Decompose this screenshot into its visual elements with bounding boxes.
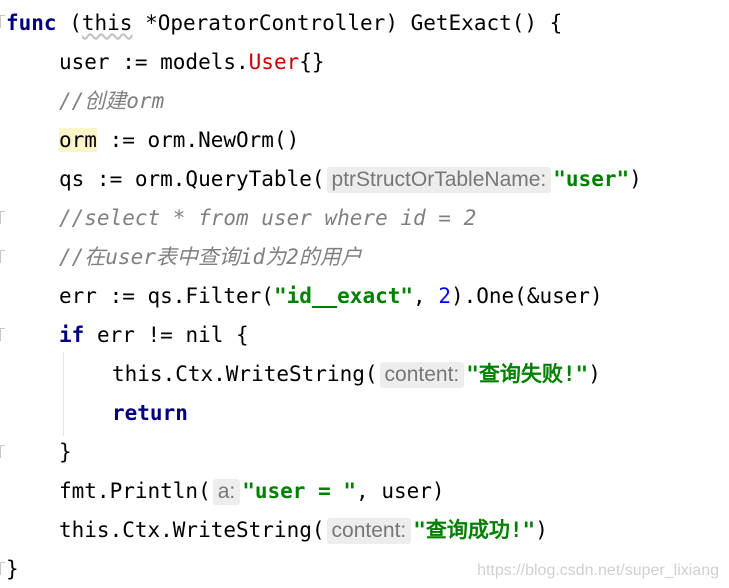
code-line-10[interactable]: this.Ctx.WriteString(content:"查询失败!") (112, 362, 601, 388)
number-literal: 2 (438, 284, 451, 308)
string-literal: "user = " (242, 479, 357, 503)
parameter-hint: ptrStructOrTableName: (326, 167, 552, 193)
fold-marker-icon[interactable] (0, 562, 5, 575)
code-line-15[interactable]: } (6, 557, 19, 581)
code-line-11[interactable]: return (112, 398, 188, 428)
code-line-7[interactable]: //在user表中查询id为2的用户 (59, 242, 362, 272)
fold-marker-icon[interactable] (0, 328, 5, 341)
fold-marker-icon[interactable] (0, 250, 5, 263)
indent-guide (63, 352, 64, 436)
string-literal: "id__exact" (273, 284, 414, 308)
code-line-3[interactable]: //创建orm (59, 86, 164, 116)
code-line-2[interactable]: user := models.User{} (59, 50, 325, 74)
fold-marker-icon[interactable] (0, 211, 5, 224)
comment: //创建orm (59, 89, 165, 113)
code-line-1[interactable]: func (this *OperatorController) GetExact… (6, 11, 563, 35)
code-line-13[interactable]: fmt.Println(a:"user = ", user) (59, 479, 445, 505)
code-line-12[interactable]: } (59, 440, 72, 464)
fold-marker-icon[interactable] (0, 445, 5, 458)
code-line-8[interactable]: err := qs.Filter("id__exact", 2).One(&us… (59, 284, 603, 308)
comment: //select * from user where id = 2 (59, 206, 477, 230)
parameter-hint: a: (212, 479, 241, 505)
string-literal: "user" (553, 167, 630, 191)
string-literal: "查询成功!" (413, 518, 536, 542)
highlighted-var-orm: orm (59, 128, 97, 152)
parameter-hint: content: (379, 362, 465, 388)
keyword-func: func (6, 11, 57, 35)
receiver-this: this (81, 11, 133, 35)
code-line-6[interactable]: //select * from user where id = 2 (59, 203, 476, 233)
string-literal: "查询失败!" (466, 362, 589, 386)
code-line-5[interactable]: qs := orm.QueryTable(ptrStructOrTableNam… (59, 167, 642, 193)
keyword-return: return (112, 401, 188, 425)
type-user: User (248, 50, 300, 74)
parameter-hint: content: (326, 518, 412, 544)
code-line-9[interactable]: if err != nil { (59, 323, 249, 347)
fold-marker-icon[interactable] (0, 15, 5, 28)
code-line-4[interactable]: orm := orm.NewOrm() (59, 128, 300, 152)
comment: //在user表中查询id为2的用户 (59, 245, 362, 269)
code-line-14[interactable]: this.Ctx.WriteString(content:"查询成功!") (59, 518, 548, 544)
watermark: https://blog.csdn.net/super_lixiang (477, 562, 719, 579)
keyword-if: if (59, 323, 85, 347)
